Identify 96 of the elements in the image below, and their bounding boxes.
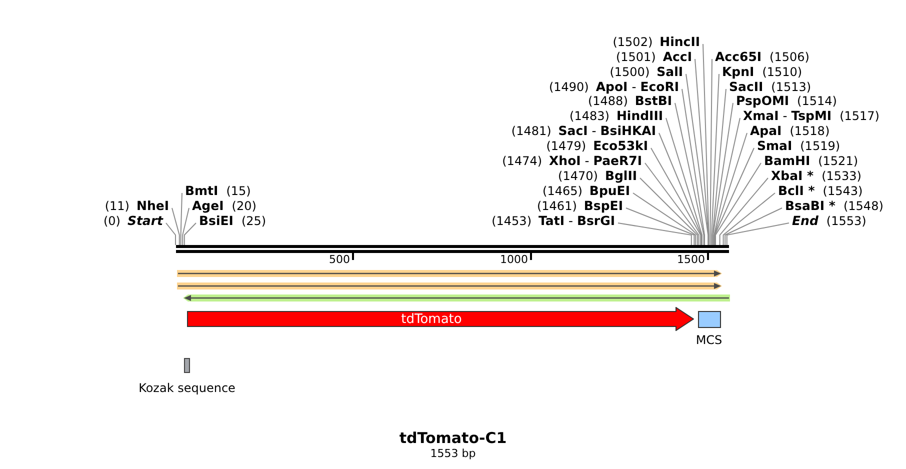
site-position: (1488) <box>588 94 628 109</box>
site-position: (1513) <box>771 79 812 95</box>
site-position: (1514) <box>797 93 837 109</box>
feature-label: Kozak sequence <box>138 381 236 395</box>
enzyme-name: AgeI <box>192 198 224 214</box>
enzyme-name: SmaI <box>757 138 792 154</box>
scale-label: 1500 <box>677 253 705 266</box>
scale-label: 1000 <box>500 253 528 266</box>
dna-backbone <box>176 245 729 253</box>
feature-label: tdTomato <box>401 312 462 326</box>
site-position: (0) <box>103 213 120 229</box>
site-position: (1510) <box>762 64 802 80</box>
enzyme-name: TatI - BsrGI <box>538 213 615 229</box>
site-position: (1461) <box>536 198 577 214</box>
site-position: (1533) <box>822 168 862 184</box>
enzyme-name: BspEI <box>584 198 623 214</box>
leader-line <box>650 148 702 246</box>
enzyme-name: SacI - BsiHKAI <box>558 123 656 139</box>
leader-line <box>714 118 740 246</box>
leader-line <box>724 208 782 246</box>
site-position: (11) <box>104 198 130 214</box>
enzyme-name: BpuEI <box>589 183 630 199</box>
site-position: (1470) <box>558 168 598 184</box>
leader-line <box>719 178 768 246</box>
site-position: (1506) <box>770 49 810 65</box>
enzyme-name: Eco53kI <box>593 138 648 154</box>
enzyme-name: ApoI - EcoRI <box>596 79 679 95</box>
site-position: (1490) <box>548 79 589 95</box>
leader-line <box>632 192 696 246</box>
enzyme-name: XhoI - PaeR7I <box>549 153 642 169</box>
leader-line <box>712 102 734 246</box>
leader-line <box>726 222 790 246</box>
enzyme-name: BclI * <box>778 183 815 199</box>
site-position: (1501) <box>616 49 656 65</box>
enzyme-name: SalI <box>656 64 683 80</box>
enzyme-name: BglII <box>604 168 637 184</box>
site-position: (15) <box>226 183 251 199</box>
site-position: (25) <box>241 213 266 229</box>
site-position: (1521) <box>818 153 858 169</box>
leader-line <box>172 208 180 246</box>
sequence-length: 1553 bp <box>430 447 476 461</box>
enzyme-name: End <box>792 213 818 229</box>
enzyme-name: BstBI <box>634 93 672 109</box>
leader-line <box>640 178 698 246</box>
leader-line <box>644 162 700 246</box>
site-position: (1518) <box>790 123 830 139</box>
site-position: (1479) <box>546 138 586 154</box>
leader-line <box>180 192 182 246</box>
leader-line <box>712 88 726 246</box>
site-position: (1465) <box>542 183 582 199</box>
site-position: (1474) <box>502 153 542 169</box>
site-position: (1553) <box>826 213 866 229</box>
leader-line <box>710 58 712 246</box>
leader-line <box>686 74 709 246</box>
enzyme-name: PspOMI <box>736 93 790 109</box>
enzyme-name: ApaI <box>750 123 782 139</box>
enzyme-name: HincII <box>660 34 700 50</box>
enzyme-name: BmtI <box>185 183 218 199</box>
site-position: (1481) <box>511 123 552 139</box>
enzyme-name: Acc65I <box>715 49 762 65</box>
leader-line <box>182 208 190 246</box>
leader-line <box>658 132 702 246</box>
site-position: (1453) <box>492 213 532 229</box>
feature-label: MCS <box>696 333 722 347</box>
enzyme-name: HindIII <box>616 108 663 124</box>
leader-line <box>618 222 692 246</box>
enzyme-name: XmaI - TspMI <box>743 108 832 124</box>
site-position: (1548) <box>843 198 884 214</box>
leader-line <box>184 222 196 246</box>
enzyme-name: BsiEI <box>199 213 234 229</box>
enzyme-name: NheI <box>136 198 169 214</box>
leader-line <box>711 74 720 246</box>
leader-line <box>702 44 710 246</box>
map-title: tdTomato-C1 <box>399 429 507 447</box>
leader-line <box>626 208 695 246</box>
site-position: (20) <box>232 198 256 214</box>
leader-line <box>674 102 704 246</box>
site-position: (1500) <box>610 64 650 80</box>
leader-line <box>666 118 702 246</box>
leader-line <box>682 88 705 246</box>
site-position: (1517) <box>840 108 880 124</box>
enzyme-name: SacII <box>729 79 764 95</box>
site-position: (1543) <box>822 183 863 199</box>
enzyme-name: XbaI * <box>771 168 814 184</box>
enzyme-name: KpnI <box>722 64 754 80</box>
site-position: (1519) <box>800 138 840 154</box>
leader-line <box>722 192 776 246</box>
enzyme-name: AccI <box>662 49 692 65</box>
site-position: (1502) <box>612 34 653 50</box>
enzyme-name: Start <box>127 213 163 229</box>
leader-line <box>166 222 176 246</box>
leader-line <box>715 162 762 246</box>
site-position: (1483) <box>570 108 610 124</box>
enzyme-name: BsaBI * <box>785 198 836 214</box>
enzyme-name: BamHI <box>764 153 810 169</box>
scale-label: 500 <box>329 253 350 266</box>
